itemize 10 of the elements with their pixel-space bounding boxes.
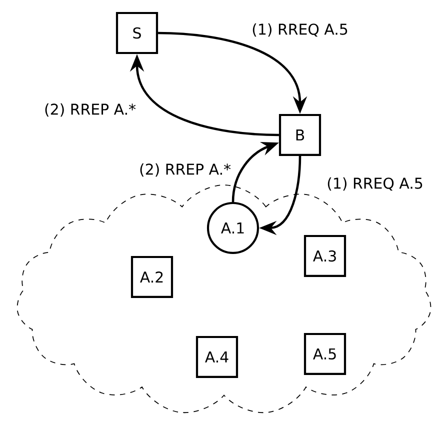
node-box: A.4	[196, 336, 238, 378]
node-box: A.5	[304, 332, 346, 376]
node-box: A.3	[304, 234, 346, 278]
edge-label: (1) RREQ A.5	[324, 176, 426, 192]
node-box: A.2	[130, 256, 174, 298]
edge-label: (1) RREQ A.5	[250, 22, 350, 38]
edge-label: (2) RREP A.*	[42, 102, 138, 118]
edge-label: (2) RREP A.*	[137, 162, 233, 178]
node-box: B	[278, 114, 322, 156]
node-box: S	[116, 12, 158, 54]
